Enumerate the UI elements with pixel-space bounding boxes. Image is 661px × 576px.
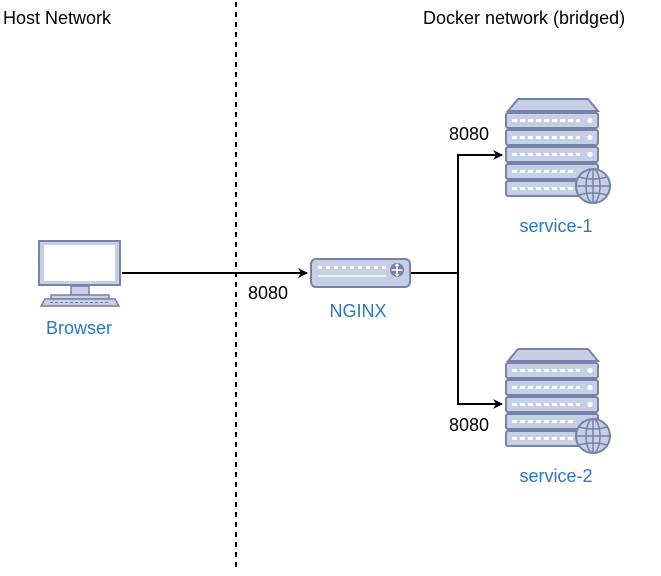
port-label-service-1: 8080 bbox=[449, 124, 490, 144]
service-2-label: service-2 bbox=[519, 466, 593, 486]
docker-network-label: Docker network (bridged) bbox=[423, 8, 626, 28]
host-network-label: Host Network bbox=[3, 8, 112, 28]
edge-nginx-to-service-1 bbox=[457, 150, 503, 273]
router-icon[interactable] bbox=[310, 258, 411, 288]
nginx-label: NGINX bbox=[329, 301, 387, 321]
browser-label: Browser bbox=[45, 318, 112, 338]
port-label-service-2: 8080 bbox=[449, 415, 490, 435]
service-1-label: service-1 bbox=[519, 216, 593, 236]
desktop-monitor-icon[interactable] bbox=[38, 240, 121, 307]
web-server-icon[interactable] bbox=[505, 348, 611, 454]
web-server-icon[interactable] bbox=[505, 98, 611, 204]
port-label-browser-nginx: 8080 bbox=[248, 283, 289, 303]
edge-nginx-to-service-2 bbox=[457, 273, 503, 409]
